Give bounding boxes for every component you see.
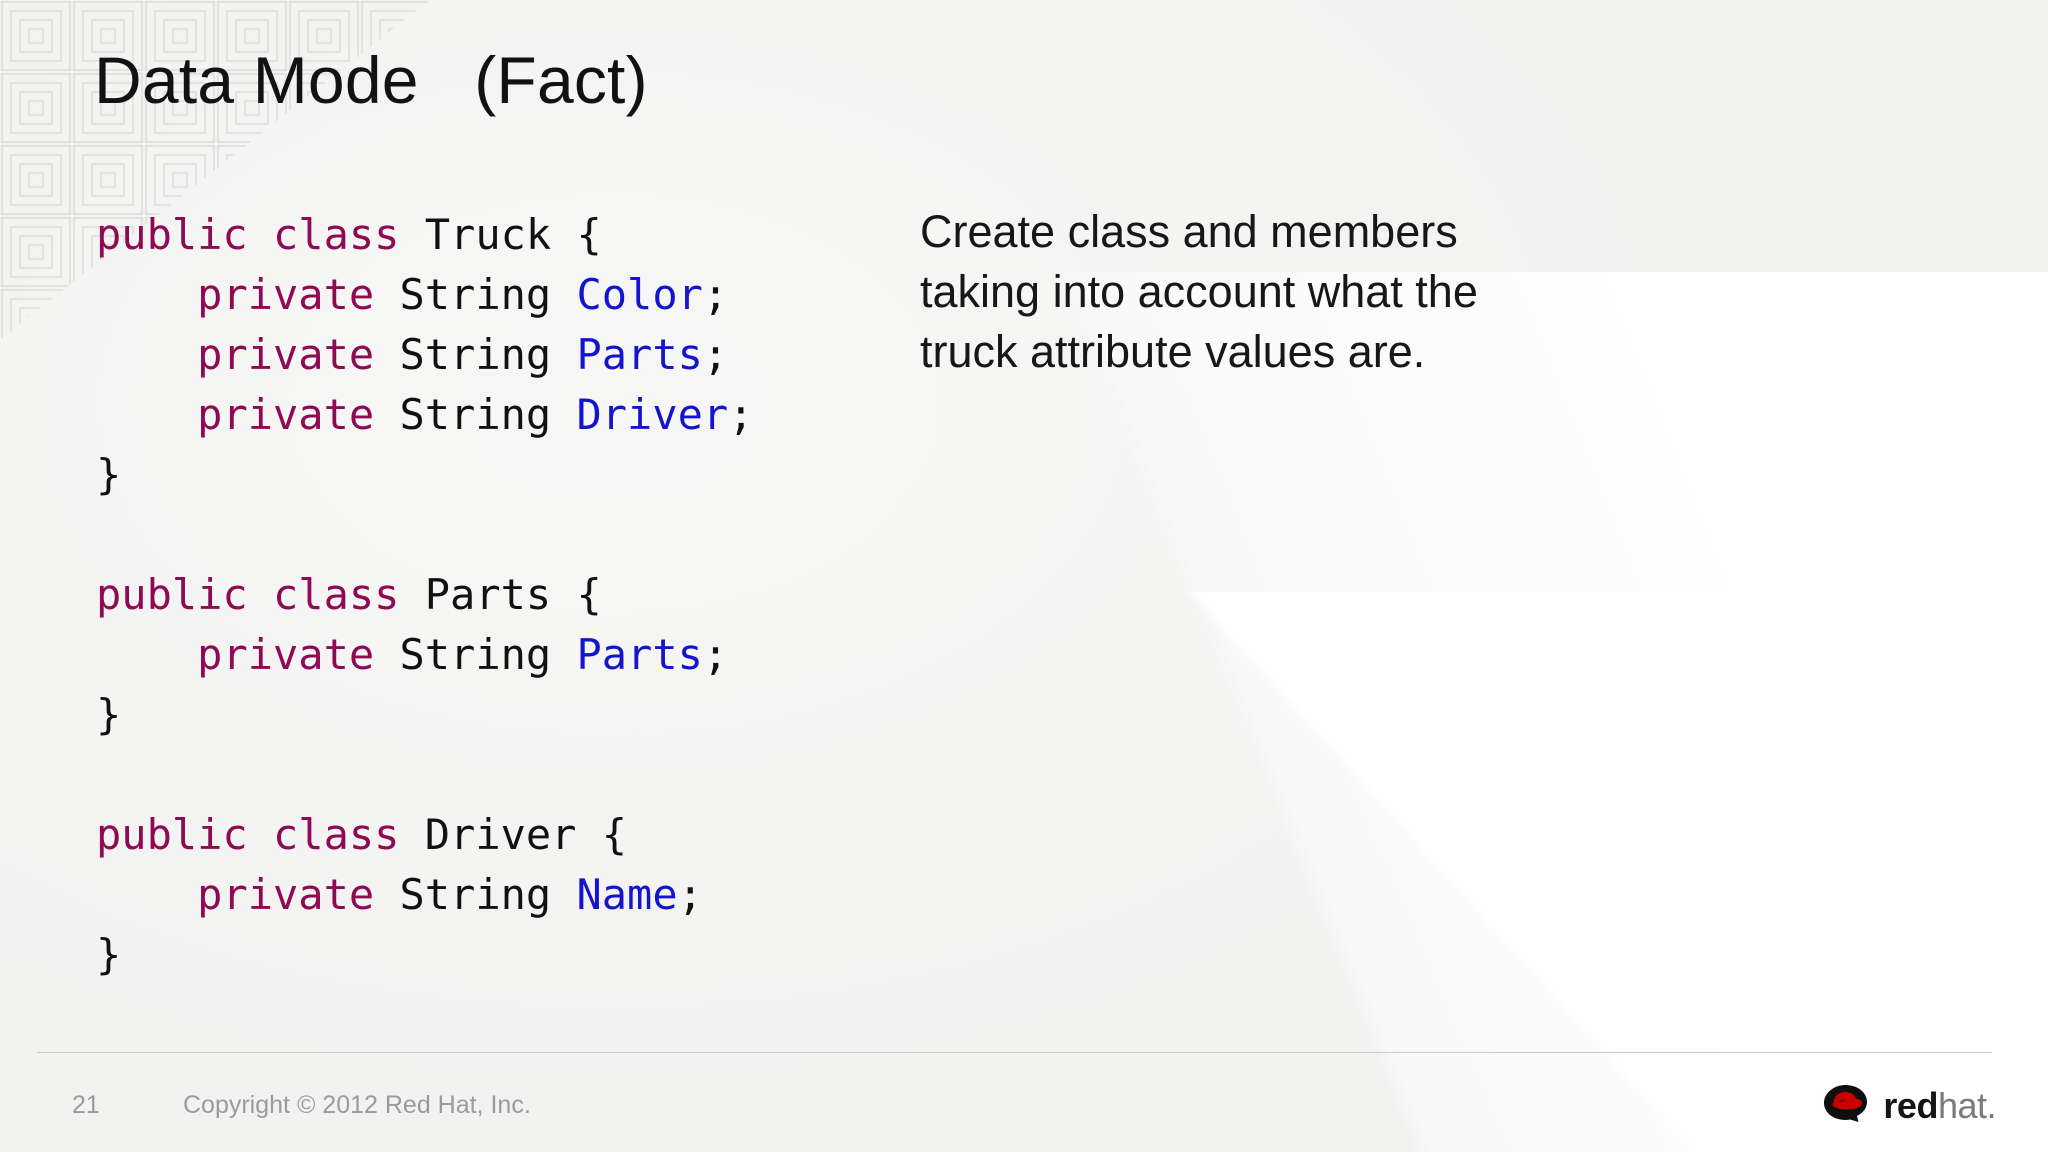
code-token-pun [551,870,576,919]
code-token-typ: String [399,330,552,379]
code-token-pun: ; [702,330,729,379]
slide-title: Data Mode (Fact) [94,43,648,117]
code-indent [96,630,197,679]
code-line: private String Parts; [96,625,754,685]
code-token-kw: public [96,570,248,619]
logo-word-hat: hat [1937,1085,1987,1126]
code-token-pun [248,570,273,619]
code-token-pun [374,390,399,439]
code-token-pun: { [551,570,602,619]
code-token-pun [551,270,576,319]
code-token-kw: class [273,210,400,259]
code-line: public class Truck { [96,205,754,265]
code-token-pun [551,630,576,679]
code-line: } [96,685,754,745]
code-line: private String Color; [96,265,754,325]
code-token-kw: private [197,270,375,319]
description-line: Create class and members [920,206,1458,257]
code-block: public class Truck { private String Colo… [96,205,754,985]
redhat-shadowman-icon [1824,1085,1868,1122]
code-token-kw: private [197,870,375,919]
code-token-pun [551,390,576,439]
code-line [96,745,754,805]
code-token-typ: Driver [424,810,577,859]
code-token-pun [399,570,424,619]
code-token-typ: String [399,870,552,919]
code-line: } [96,445,754,505]
code-line: private String Driver; [96,385,754,445]
diagonal-sheen-band [968,272,2048,1152]
code-token-kw: class [273,570,400,619]
page-number: 21 [72,1091,100,1119]
code-token-pun: } [96,690,122,739]
code-token-pun [374,270,399,319]
code-token-kw: class [273,810,400,859]
code-token-kw: public [96,210,248,259]
code-token-fld: Parts [576,330,703,379]
code-indent [96,390,197,439]
code-token-fld: Color [576,270,703,319]
code-token-kw: private [197,330,375,379]
code-token-pun [248,210,273,259]
code-line: } [96,925,754,985]
code-line [96,505,754,565]
footer-divider [37,1052,1992,1053]
code-line: public class Parts { [96,565,754,625]
diagonal-sheen-band-secondary [948,592,2048,1152]
code-token-pun [551,330,576,379]
code-indent [96,270,197,319]
code-token-pun: { [551,210,602,259]
code-token-fld: Parts [576,630,703,679]
code-token-typ: String [399,630,552,679]
code-line: private String Parts; [96,325,754,385]
code-token-typ: Truck [424,210,552,259]
code-token-pun [374,870,399,919]
redhat-wordmark: redhat. [1883,1088,1996,1124]
code-indent [96,870,197,919]
code-token-typ: Parts [424,570,552,619]
code-token-pun: } [96,930,122,979]
code-token-pun [374,330,399,379]
copyright-notice: Copyright © 2012 Red Hat, Inc. [183,1091,531,1119]
redhat-logo: redhat. [1817,1078,1996,1134]
code-token-pun [399,810,424,859]
code-token-kw: public [96,810,248,859]
code-token-fld: Name [576,870,678,919]
description-line: truck attribute values are. [920,326,1426,377]
code-token-pun [399,210,424,259]
code-line: public class Driver { [96,805,754,865]
code-line: private String Name; [96,865,754,925]
code-token-pun [248,810,273,859]
code-token-kw: private [197,390,375,439]
description-text: Create class and members taking into acco… [920,202,1540,382]
description-line: taking into account what the [920,266,1478,317]
logo-word-red: red [1883,1085,1938,1126]
code-token-pun: ; [728,390,754,439]
logo-word-dot: . [1986,1085,1996,1126]
code-token-pun: ; [702,270,729,319]
code-token-typ: String [399,390,552,439]
code-token-fld: Driver [576,390,729,439]
code-token-pun: ; [702,630,729,679]
code-token-pun: ; [677,870,703,919]
code-token-pun: { [576,810,628,859]
code-token-pun: } [96,450,122,499]
code-token-pun [374,630,399,679]
code-token-typ: String [399,270,552,319]
code-indent [96,330,197,379]
code-token-kw: private [197,630,375,679]
